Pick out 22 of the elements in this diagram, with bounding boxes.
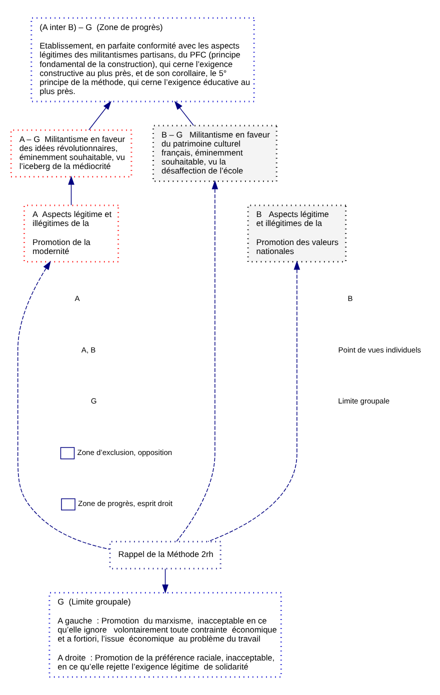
arrow: [176, 180, 218, 542]
node-box: A Aspects légitime et illégitimes de la Promotion de la modernité: [23, 204, 119, 262]
arrow: [208, 260, 300, 542]
arrow: [68, 176, 74, 206]
label: A: [74, 294, 80, 304]
label: B: [348, 294, 353, 304]
node-box: (A inter B) – G (Zone de progrès) Etablissement, en parfaite conformité avec les aspects légitimes des militantismes partisans, du PFC (principe fondamental de la construction), qui cerne l’exigence constructive au plus près, et de son corollaire, le 5° principe de la méthode, qui cerne l’exigence éducative au plus près.: [30, 17, 255, 102]
arrow: [162, 568, 168, 594]
node-box: G (Limite groupale) A gauche : Promotion du marxisme, inacceptable en ce qu’elle ignore volontairement toute contrainte économique et a fortiori, l’issue économique au problème du travail A droite : Promotion de la préférence raciale, inacceptable, en ce qu’elle rejette l’exigence légitime de solidarité: [48, 592, 282, 678]
arrow: [88, 100, 112, 130]
label: Limite groupale: [338, 396, 390, 406]
arrow: [174, 100, 194, 126]
node-box: A – G Militantisme en faveur des idées révolutionnaires, éminemment souhaitable, vu l’iceberg de la médiocrité: [10, 129, 132, 178]
arrow: [17, 260, 110, 550]
legend-label: Zone de progrès, esprit droit: [78, 499, 172, 508]
node-box: B Aspects légitime et illégitimes de la Promotion des valeurs nationales: [247, 204, 347, 262]
label: Point de vues individuels: [338, 345, 422, 354]
legend-label: Zone d’exclusion, opposition: [77, 448, 172, 458]
label: G: [90, 396, 97, 406]
node-box: Rappel de la Méthode 2rh: [109, 540, 222, 570]
label: A, B: [81, 345, 96, 354]
node-box: B – G Militantisme en faveur du patrimoine culturel français, éminemment souhaitable, vu la désaffection de l’école: [152, 124, 278, 182]
